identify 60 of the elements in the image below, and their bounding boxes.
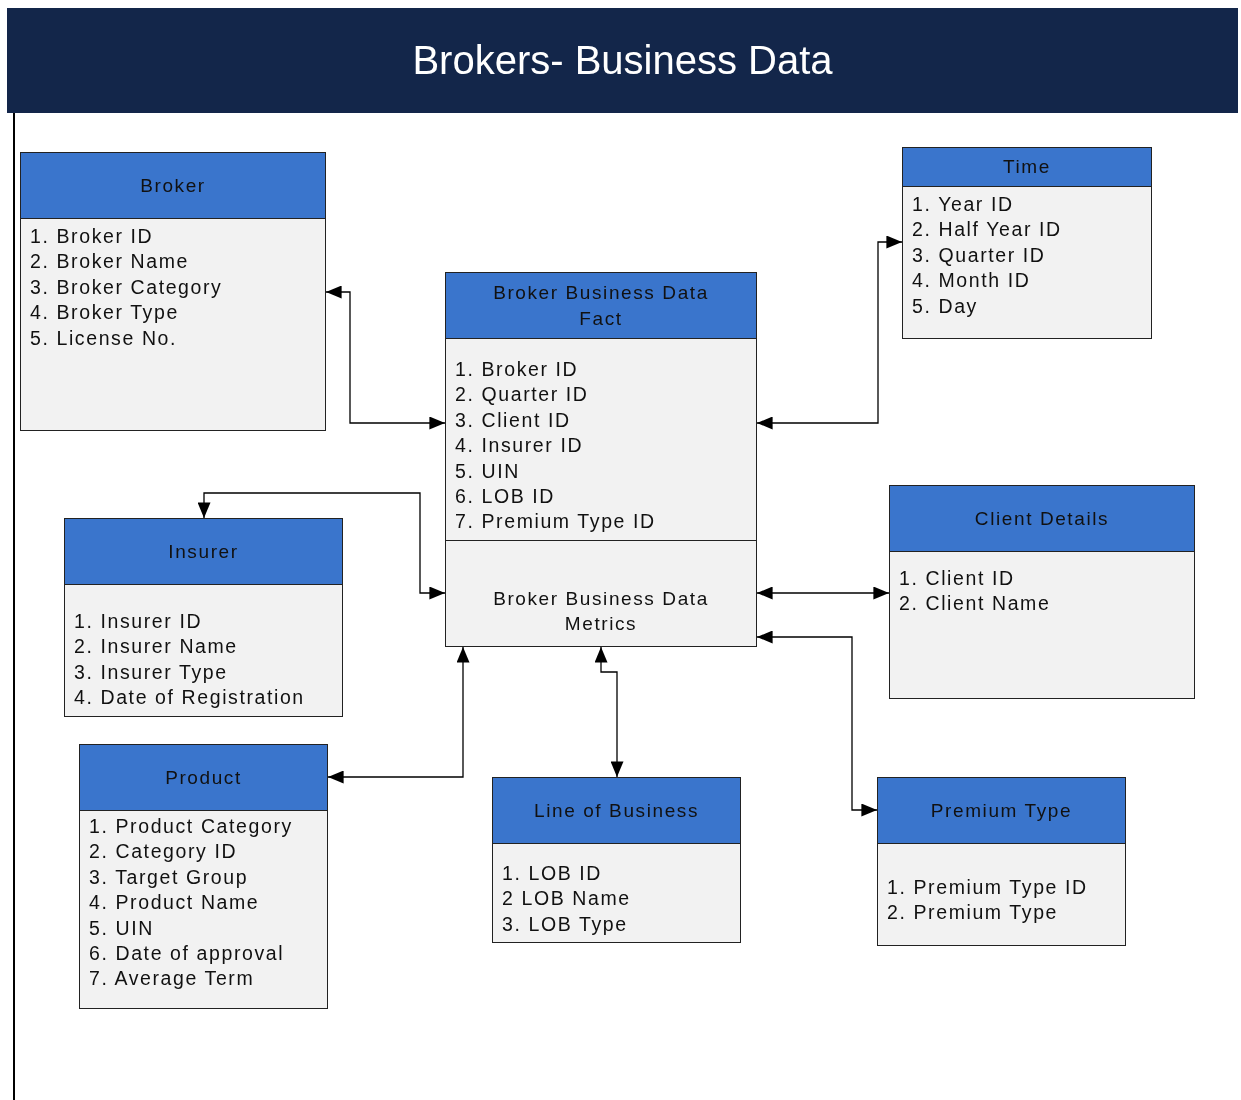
attribute-text: 5. UIN <box>455 458 521 484</box>
attribute-text: 6. LOB ID <box>455 484 557 510</box>
attribute-text: 2. Broker Name <box>30 249 190 275</box>
attribute-text: 1. Year ID <box>912 192 1015 217</box>
connector-arrow <box>325 285 446 430</box>
attribute-text: 3. Insurer Type <box>74 659 229 685</box>
entity-box <box>877 777 1126 946</box>
attribute-text: 3. Client ID <box>455 407 572 433</box>
entity-header: Broker <box>21 153 325 219</box>
attribute-text: 5. License No. <box>30 325 179 351</box>
attribute-text: 2. Quarter ID <box>455 382 590 408</box>
attribute-text: 4. Month ID <box>912 268 1032 294</box>
entity-header: Time <box>903 148 1151 187</box>
attribute-text: 4. Product Name <box>89 890 261 916</box>
attribute-text: 1. Broker ID <box>455 357 580 382</box>
entity-box <box>902 147 1152 339</box>
entity-box <box>492 777 741 943</box>
entity-header: Insurer <box>65 519 342 585</box>
attribute-text: 1. Insurer ID <box>74 609 204 634</box>
attribute-text: 2. Half Year ID <box>912 217 1063 243</box>
attribute-text: 2 LOB Name <box>502 886 632 912</box>
entity-box <box>64 518 343 717</box>
connector-arrow <box>756 630 878 817</box>
connector-arrow <box>756 586 890 600</box>
entity-box <box>889 485 1195 699</box>
attribute-text: 1. Product Category <box>89 814 294 839</box>
entity-header: Line of Business <box>493 778 740 844</box>
entity-header: Premium Type <box>878 778 1125 844</box>
attribute-text: 1. Broker ID <box>30 224 155 249</box>
entity-header: Product <box>80 745 327 811</box>
attribute-text: 3. LOB Type <box>502 911 629 937</box>
attribute-text: 7. Premium Type ID <box>455 509 657 535</box>
attribute-text: 6. Date of approval <box>89 941 286 967</box>
connector-arrow <box>197 492 446 600</box>
attribute-text: 2. Category ID <box>89 839 239 865</box>
attribute-text: 2. Premium Type <box>887 900 1060 926</box>
entity-box <box>20 152 326 431</box>
title-banner: Brokers- Business Data <box>7 8 1238 113</box>
attribute-text: 4. Insurer ID <box>455 433 585 459</box>
attribute-text: 1. LOB ID <box>502 861 604 886</box>
attribute-text: 5. UIN <box>89 915 155 941</box>
entity-header: Broker Business Data Fact <box>446 273 756 339</box>
attribute-text: 1. Client ID <box>899 566 1016 591</box>
connector-arrow <box>756 235 903 430</box>
attribute-text: 4. Broker Type <box>30 300 180 326</box>
entity-box <box>445 272 757 647</box>
attribute-text: 1. Premium Type ID <box>887 875 1089 900</box>
attribute-text: 4. Date of Registration <box>74 685 306 711</box>
entity-header: Client Details <box>890 486 1194 552</box>
connector-arrow <box>594 646 624 778</box>
attribute-text: 3. Quarter ID <box>912 242 1047 268</box>
entity-box <box>79 744 328 1009</box>
attribute-text: 3. Target Group <box>89 864 250 890</box>
connector-arrow <box>327 646 470 784</box>
attribute-text: 2. Client Name <box>899 591 1052 617</box>
attribute-text: 5. Day <box>912 293 979 319</box>
metrics-section: Broker Business Data Metrics <box>446 540 756 646</box>
attribute-text: 7. Average Term <box>89 966 256 992</box>
attribute-text: 3. Broker Category <box>30 274 224 300</box>
attribute-text: 2. Insurer Name <box>74 634 239 660</box>
